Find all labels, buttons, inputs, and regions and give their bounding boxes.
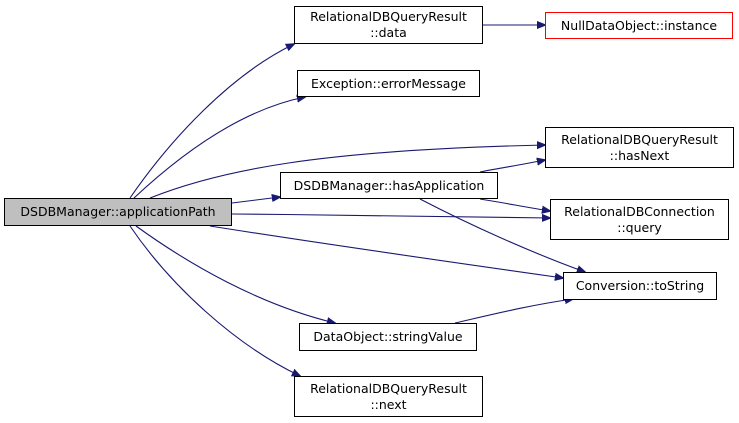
- edge-root-to-rel_data: [129, 44, 294, 199]
- node-label-line: ::query: [617, 219, 662, 235]
- node-label-line: DSDBManager::hasApplication: [293, 177, 485, 193]
- node-label-line: DSDBManager::applicationPath: [20, 204, 216, 219]
- edge-has_application-to-to_string: [419, 198, 585, 272]
- edge-root-to-error_message: [133, 97, 305, 199]
- node-dsdbmanager-hasapplication[interactable]: DSDBManager::hasApplication: [280, 172, 498, 199]
- node-relationaldbqueryresult-data[interactable]: RelationalDBQueryResult ::data: [294, 6, 483, 44]
- node-label-line: RelationalDBConnection: [564, 203, 715, 219]
- node-label-line: NullDataObject::instance: [560, 17, 718, 33]
- node-exception-errormessage[interactable]: Exception::errorMessage: [297, 70, 480, 97]
- node-label-line: Exception::errorMessage: [311, 75, 466, 91]
- node-relationaldbconnection-query[interactable]: RelationalDBConnection ::query: [550, 199, 729, 240]
- node-nulldataobject-instance[interactable]: NullDataObject::instance: [545, 12, 733, 39]
- edge-has_application-to-conn_query: [479, 198, 550, 211]
- edge-root-to-conn_query: [231, 213, 550, 218]
- node-dataobject-stringvalue[interactable]: DataObject::stringValue: [299, 323, 477, 351]
- node-label-line: RelationalDBQueryResult: [561, 131, 718, 147]
- node-label-line: ::next: [370, 396, 407, 412]
- node-label-line: ::data: [370, 25, 407, 40]
- edge-string_value-to-to_string: [454, 299, 573, 324]
- node-label-line: RelationalDBQueryResult: [310, 9, 467, 24]
- edge-root-to-has_next: [149, 145, 545, 199]
- node-relationaldbqueryresult-next[interactable]: RelationalDBQueryResult ::next: [294, 376, 483, 417]
- node-label-line: Conversion::toString: [575, 278, 705, 293]
- node-label-line: RelationalDBQueryResult: [310, 380, 467, 396]
- edge-root-to-string_value: [135, 225, 335, 323]
- node-label-line: DataObject::stringValue: [313, 329, 463, 344]
- node-dsdbmanager-applicationpath[interactable]: DSDBManager::applicationPath: [4, 198, 232, 226]
- edge-root-to-to_string: [209, 225, 563, 278]
- node-label-line: ::hasNext: [609, 147, 670, 163]
- edge-root-to-rel_next: [129, 225, 300, 376]
- edge-root-to-has_application: [231, 197, 280, 204]
- edge-has_application-to-has_next: [479, 160, 545, 173]
- node-conversion-tostring[interactable]: Conversion::toString: [563, 272, 717, 300]
- node-relationaldbqueryresult-hasnext[interactable]: RelationalDBQueryResult ::hasNext: [545, 127, 734, 168]
